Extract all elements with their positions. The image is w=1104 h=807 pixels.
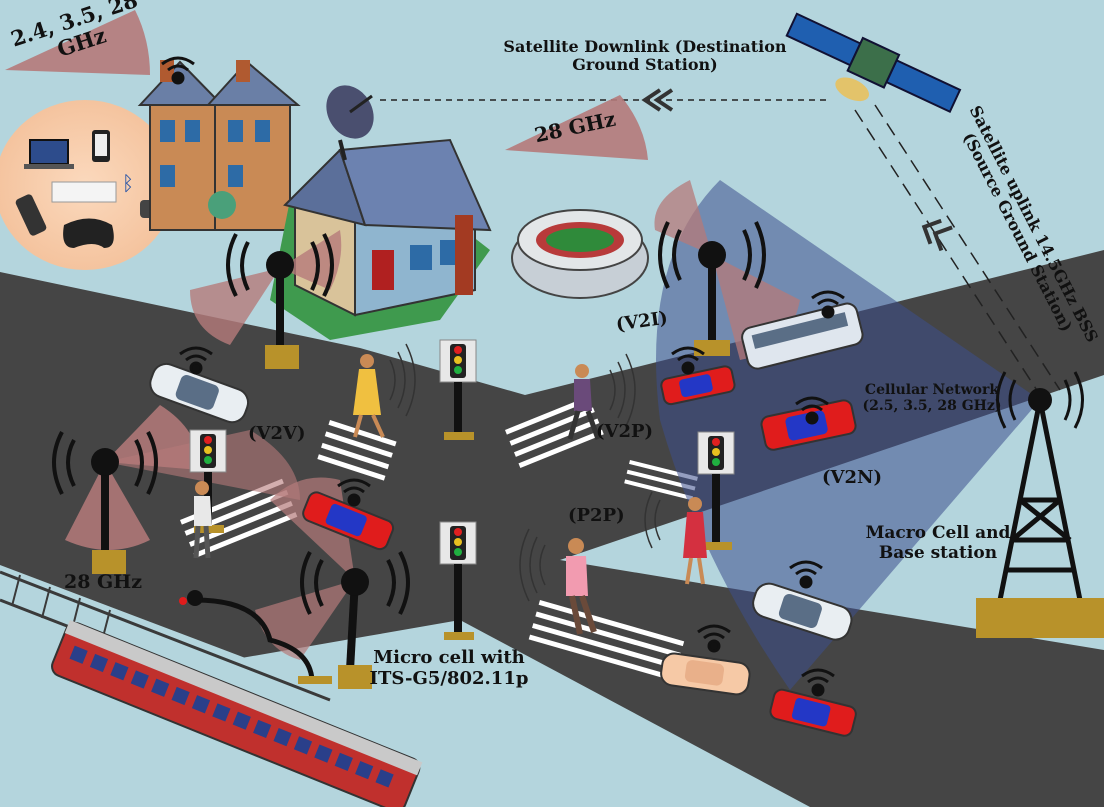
label-satellite-downlink-line2: Ground Station) xyxy=(500,56,790,74)
label-micro-cell: Micro cell with ITS-G5/802.11p xyxy=(364,648,534,689)
label-macro-cell: Macro Cell and Base station xyxy=(848,524,1028,563)
townhouses xyxy=(140,60,298,230)
label-macro-line2: Base station xyxy=(848,544,1028,564)
label-v2n: (V2N) xyxy=(822,468,882,489)
bluetooth-icon: ᛒ xyxy=(122,171,134,195)
laptop-icon xyxy=(30,140,68,164)
satellite-icon xyxy=(774,8,963,139)
label-macro-line1: Macro Cell and xyxy=(848,524,1028,544)
air-conditioner-icon xyxy=(52,182,116,202)
label-cellular-network: Cellular Network (2.5, 3.5, 28 GHz) xyxy=(842,382,1022,414)
label-satellite-downlink: Satellite Downlink (Destination Ground S… xyxy=(500,38,790,75)
label-p2p: (P2P) xyxy=(568,506,625,527)
gamepad-icon xyxy=(63,219,114,249)
label-micro-line1: Micro cell with xyxy=(364,648,534,669)
uplink-arrow-icon xyxy=(924,218,958,253)
label-cellular-line1: Cellular Network xyxy=(842,382,1022,398)
label-band-micro: 28 GHz xyxy=(64,572,142,594)
label-v2v: (V2V) xyxy=(248,424,306,445)
label-cellular-line2: (2.5, 3.5, 28 GHz) xyxy=(842,398,1022,414)
dish-house xyxy=(270,77,490,340)
label-v2p: (V2P) xyxy=(596,422,653,443)
label-micro-line2: ITS-G5/802.11p xyxy=(364,669,534,690)
label-satellite-downlink-line1: Satellite Downlink (Destination xyxy=(500,38,790,56)
